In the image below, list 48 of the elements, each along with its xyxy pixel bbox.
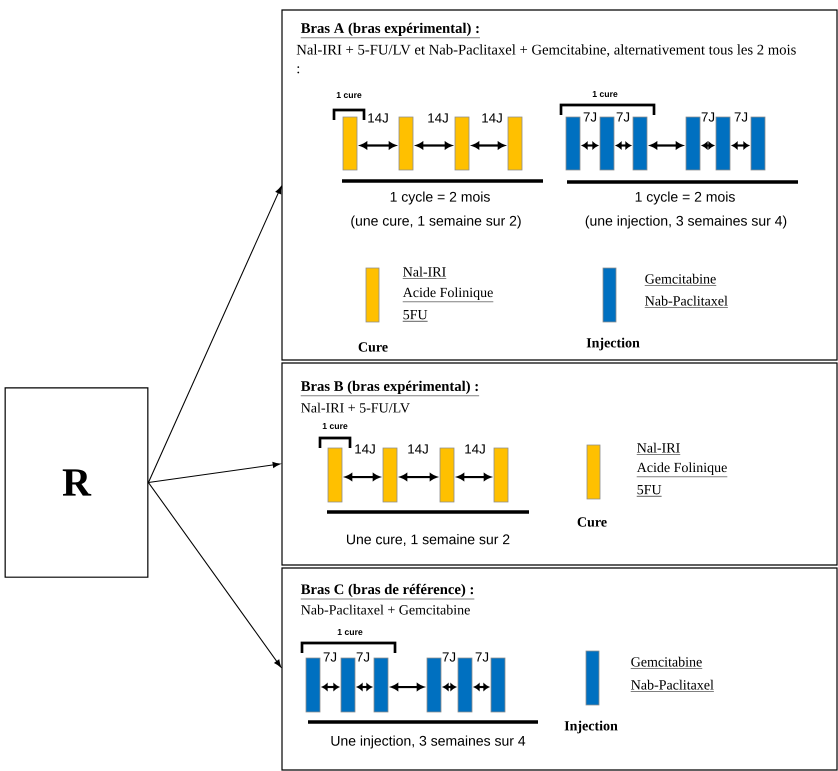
interval-label: 14J bbox=[355, 444, 375, 454]
interval-label: 7J bbox=[324, 652, 336, 662]
interval-label: 7J bbox=[356, 652, 370, 662]
drug-name: Acide Folinique bbox=[636, 462, 728, 478]
interval-label: 14J bbox=[428, 113, 448, 123]
interval-label: 7J bbox=[584, 112, 596, 122]
treatment-description: Nal-IRI + 5-FU/LV et Nab-Paclitaxel + Gemcitabine, alternativement tous les 2 mois : bbox=[296, 44, 796, 74]
panel-heading: Bras B (bras expérimental) : bbox=[300, 380, 480, 396]
arrow bbox=[148, 186, 282, 483]
cycle-caption: (une cure, 1 semaine sur 2) bbox=[351, 215, 521, 229]
treatment-description: Nal-IRI + 5-FU/LV bbox=[301, 402, 410, 413]
cycle-caption: 1 cycle = 2 mois bbox=[390, 191, 490, 205]
legend-caption: Injection bbox=[586, 338, 640, 350]
drug-name: 5FU bbox=[402, 310, 428, 322]
legend-caption: Injection bbox=[564, 720, 618, 734]
interval-label: 7J bbox=[476, 652, 488, 662]
drug-name: Nal-IRI bbox=[636, 442, 681, 455]
bracket-label: 1 cure bbox=[592, 90, 618, 98]
drug-name: Nab-Paclitaxel bbox=[644, 296, 728, 308]
interval-label: 14J bbox=[482, 113, 502, 123]
interval-label: 14J bbox=[465, 444, 485, 454]
drug-name: Acide Folinique bbox=[402, 287, 494, 302]
drug-name: Nab-Paclitaxel bbox=[630, 680, 714, 692]
drug-name: Gemcitabine bbox=[644, 274, 717, 286]
bracket-label: 1 cure bbox=[338, 628, 362, 636]
bracket-label: 1 cure bbox=[336, 92, 362, 98]
arrow bbox=[148, 462, 280, 484]
drug-name: Nal-IRI bbox=[402, 266, 447, 279]
treatment-description: Nab-Paclitaxel + Gemcitabine bbox=[301, 604, 470, 615]
cycle-caption: Une cure, 1 semaine sur 2 bbox=[347, 534, 510, 546]
cycle-caption: (une injection, 3 semaines sur 4) bbox=[586, 215, 786, 229]
randomization-box: R bbox=[4, 387, 148, 578]
interval-label: 7J bbox=[702, 112, 714, 122]
interval-label: 14J bbox=[368, 113, 388, 123]
interval-label: 14J bbox=[408, 444, 428, 454]
interval-label: 7J bbox=[616, 112, 630, 122]
interval-label: 7J bbox=[442, 652, 456, 662]
panel-heading: Bras A (bras expérimental) : bbox=[300, 22, 480, 38]
legend-caption: Cure bbox=[358, 342, 388, 352]
panel-heading: Bras C (bras de référence) : bbox=[300, 584, 475, 600]
interval-label: 7J bbox=[734, 112, 748, 122]
bracket-label: 1 cure bbox=[322, 422, 348, 430]
cycle-caption: 1 cycle = 2 mois bbox=[636, 191, 735, 205]
cycle-caption: Une injection, 3 semaines sur 4 bbox=[331, 735, 526, 749]
drug-name: 5FU bbox=[636, 485, 662, 496]
drug-name: Gemcitabine bbox=[630, 656, 703, 669]
legend-caption: Cure bbox=[578, 517, 607, 527]
arrow bbox=[148, 482, 282, 668]
